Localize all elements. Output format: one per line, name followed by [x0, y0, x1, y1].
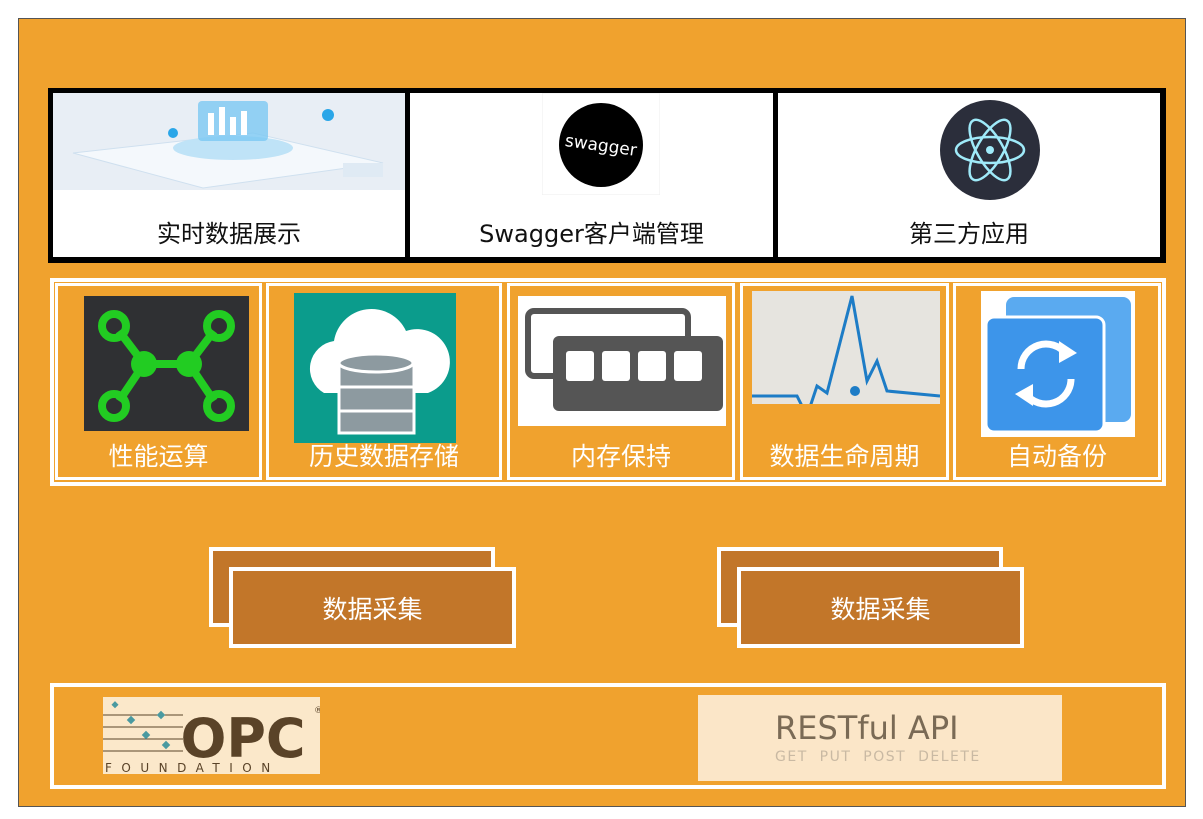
- card-label: 自动备份: [1006, 442, 1107, 471]
- card-label: 性能运算: [108, 442, 209, 471]
- data-collector-box: 数据采集: [229, 567, 516, 648]
- opc-logo-name: OPC: [180, 707, 305, 770]
- top-application-layer: 实时数据展示 swagger Swagger客户端管理 第三方应用: [48, 88, 1166, 263]
- card-label: 历史数据存储: [308, 442, 459, 471]
- opc-foundation-logo: OPC ® FOUNDATION: [103, 697, 320, 774]
- swagger-logo-icon: swagger: [542, 93, 660, 195]
- card-label: 内存保持: [570, 442, 671, 471]
- sync-backup-icon: [981, 291, 1135, 437]
- waveform-icon: [752, 291, 940, 404]
- network-nodes-icon: [84, 296, 249, 431]
- opc-sub-text: FOUNDATION: [105, 761, 280, 774]
- dashboard-illustration-icon: [53, 93, 405, 190]
- card-label: 数据生命周期: [769, 442, 920, 471]
- restful-methods: GET PUT POST DELETE: [775, 749, 981, 765]
- history-storage-card: 历史数据存储: [266, 283, 502, 480]
- protocol-layer: OPC ® FOUNDATION RESTful API GET PUT POS…: [50, 683, 1166, 789]
- registered-mark: ®: [314, 706, 320, 716]
- auto-backup-card: 自动备份: [953, 283, 1161, 480]
- memory-retention-card: 内存保持: [507, 283, 735, 480]
- performance-compute-card: 性能运算: [55, 283, 262, 480]
- swagger-client-card: swagger Swagger客户端管理: [410, 93, 773, 257]
- data-collector-box: 数据采集: [737, 567, 1024, 648]
- data-lifecycle-card: 数据生命周期: [740, 283, 949, 480]
- electron-atom-logo-icon: [940, 100, 1040, 200]
- card-label: 实时数据展示: [157, 220, 301, 248]
- card-label: 第三方应用: [909, 220, 1029, 248]
- service-layer: 性能运算 历史数据存储 内存保持 数据生命周期: [50, 278, 1166, 486]
- third-party-app-card: 第三方应用: [778, 93, 1160, 257]
- restful-api-box: RESTful API GET PUT POST DELETE: [698, 695, 1062, 781]
- cloud-database-icon: [294, 293, 456, 443]
- realtime-display-card: 实时数据展示: [53, 93, 405, 257]
- restful-title: RESTful API: [775, 709, 959, 747]
- memory-ram-icon: [518, 296, 726, 426]
- card-label: Swagger客户端管理: [479, 220, 704, 248]
